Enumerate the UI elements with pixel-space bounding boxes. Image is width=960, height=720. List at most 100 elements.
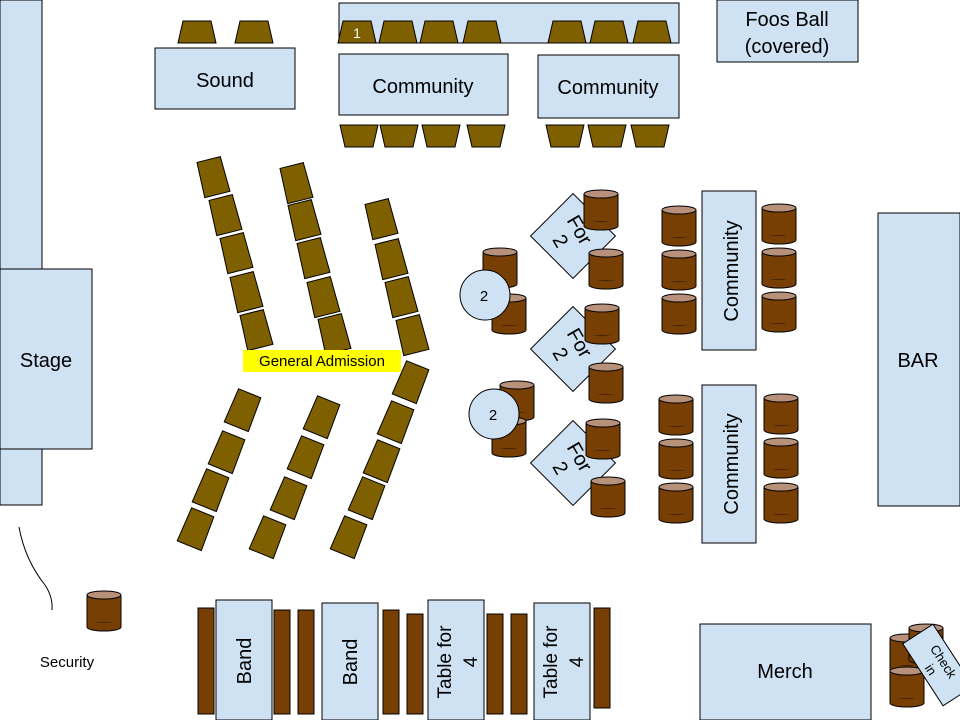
table-for-4-label-line2: 4	[461, 656, 482, 667]
bench	[406, 613, 424, 715]
general-admission-chairs	[176, 156, 430, 560]
bench	[297, 609, 315, 715]
stool	[585, 418, 621, 460]
stage: Stage	[0, 0, 93, 506]
community-table-top-right: Community	[537, 54, 680, 119]
stool	[588, 362, 624, 404]
bench	[510, 613, 528, 715]
chair	[589, 20, 629, 44]
bar-label: BAR	[897, 350, 938, 372]
stool	[661, 293, 697, 335]
bar-box	[877, 212, 960, 507]
ga-chair	[229, 271, 264, 314]
round-table-label: 2	[480, 288, 488, 305]
top-table-chairs	[337, 20, 672, 44]
ga-chair	[196, 156, 231, 199]
bench	[382, 609, 400, 715]
chair	[466, 124, 506, 148]
ga-chair	[207, 430, 246, 475]
ga-chair	[219, 232, 254, 275]
ga-chair	[269, 476, 308, 521]
stage-platform	[0, 268, 93, 450]
bench	[486, 613, 504, 715]
stool	[583, 189, 619, 231]
community-box	[537, 54, 680, 119]
foosball-box	[716, 0, 859, 63]
band-box	[321, 602, 379, 720]
table-for-4-box	[533, 602, 591, 720]
community-label: Community	[721, 413, 743, 514]
chair	[337, 20, 377, 44]
ga-chair	[391, 360, 430, 405]
sound-booth: Sound	[154, 47, 296, 110]
ga-chair	[287, 199, 322, 242]
sound-chairs	[177, 20, 274, 44]
security-pointer-line	[18, 526, 53, 611]
round-table-label: 2	[489, 407, 497, 424]
bar: BAR	[877, 212, 960, 507]
top-table-number: 1	[353, 25, 361, 41]
chair	[632, 20, 672, 44]
foosball-label-line2: (covered)	[745, 36, 829, 58]
stool	[889, 666, 925, 708]
ga-chair	[286, 435, 325, 480]
chair	[177, 20, 217, 44]
table-for-4-label-line2: 4	[567, 656, 588, 667]
chair	[630, 124, 670, 148]
bench	[593, 607, 611, 709]
ga-chair	[376, 400, 415, 445]
band-box	[215, 599, 273, 720]
chair	[419, 20, 459, 44]
ga-chair	[374, 238, 409, 281]
band-label: Band	[234, 638, 256, 685]
ga-chair	[364, 198, 399, 241]
sound-label: Sound	[196, 70, 254, 92]
ga-chair	[239, 309, 274, 352]
chair	[587, 124, 627, 148]
stool	[763, 437, 799, 479]
round-table	[459, 269, 511, 321]
stool	[763, 482, 799, 524]
security-label: Security	[40, 654, 95, 671]
band-label: Band	[340, 639, 362, 686]
community-table-right-upper: Community	[701, 190, 757, 351]
bottom-benches	[197, 607, 611, 715]
merch-box	[699, 623, 872, 720]
stool	[590, 476, 626, 518]
table-for-4-label-line1: Table for	[435, 625, 456, 699]
ga-chair	[384, 276, 419, 319]
ga-chair	[191, 468, 230, 513]
ga-chair	[296, 237, 331, 280]
ga-chair	[347, 476, 386, 521]
foosball-label-line1: Foos Ball	[745, 9, 828, 31]
ga-chair	[395, 314, 430, 357]
round-table-2: 2	[468, 388, 520, 440]
chair	[545, 124, 585, 148]
ga-chair	[248, 515, 287, 560]
community-box	[701, 190, 757, 351]
stool	[658, 438, 694, 480]
band-table-2: Band	[321, 602, 379, 720]
stool	[658, 394, 694, 436]
general-admission: General Admission	[243, 350, 401, 372]
band-table-1: Band	[215, 599, 273, 720]
general-admission-label: General Admission	[259, 353, 385, 370]
check-in-box	[902, 623, 960, 707]
stool	[761, 247, 797, 289]
stool	[658, 482, 694, 524]
ga-chair	[279, 162, 314, 205]
ga-chair	[329, 515, 368, 560]
ga-chair	[302, 395, 341, 440]
stool	[761, 203, 797, 245]
round-table	[468, 388, 520, 440]
chair	[379, 124, 419, 148]
ga-chair	[223, 388, 262, 433]
ga-chair	[362, 439, 401, 484]
chair	[462, 20, 502, 44]
stool	[661, 205, 697, 247]
chair	[339, 124, 379, 148]
ga-chair	[176, 507, 215, 552]
community-box	[701, 384, 757, 544]
bench	[273, 609, 291, 715]
